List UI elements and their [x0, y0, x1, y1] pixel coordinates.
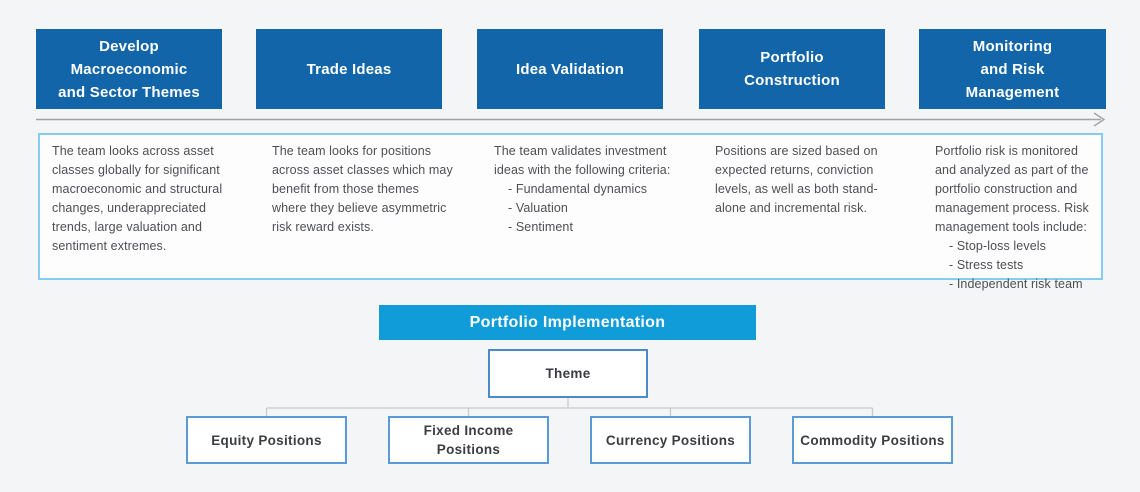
stage-box-trade-ideas: Trade Ideas [256, 29, 442, 109]
bullet-item: Sentiment [508, 218, 682, 237]
description-text: Positions are sized based on expected re… [715, 144, 878, 215]
stage-title-line: Monitoring [972, 37, 1053, 55]
banner-label: Portfolio Implementation [469, 313, 666, 331]
stage-description-develop-themes: The team looks across asset classes glob… [52, 142, 234, 256]
stage-title-line: Portfolio [760, 49, 824, 66]
stage-box-develop-themes: Develop Macroeconomic and Sector Themes [36, 29, 222, 109]
stage-title-line: Management [965, 83, 1060, 101]
stage-description-idea-validation: The team validates investment ideas with… [494, 142, 682, 237]
description-text: Portfolio risk is monitored and analyzed… [935, 144, 1089, 234]
stage-description-portfolio-construction: Positions are sized based on expected re… [715, 142, 897, 218]
tree-node-theme: Theme [488, 349, 648, 398]
tree-node-equity-positions: Equity Positions [186, 416, 347, 464]
stage-description-monitoring-risk: Portfolio risk is monitored and analyzed… [935, 142, 1099, 294]
stage-box-idea-validation: Idea Validation [477, 29, 663, 109]
description-text: The team looks for positions across asse… [272, 144, 453, 234]
bullet-item: Valuation [508, 199, 682, 218]
description-text: The team validates investment ideas with… [494, 144, 671, 177]
stage-title-line: Construction [744, 72, 840, 89]
portfolio-implementation-banner: Portfolio Implementation [379, 305, 756, 340]
stage-title-line: and Sector Themes [58, 83, 200, 101]
node-label: Commodity Positions [800, 432, 945, 448]
bullet-item: Fundamental dynamics [508, 180, 682, 199]
stage-title-line: and Risk [980, 60, 1045, 78]
stage-title-line: Macroeconomic [70, 60, 188, 78]
stage-title-line: Develop [99, 37, 159, 55]
tree-node-commodity-positions: Commodity Positions [792, 416, 953, 464]
node-label: Theme [545, 366, 591, 381]
tree-node-currency-positions: Currency Positions [590, 416, 751, 464]
tree-node-fixed-income-positions: Fixed Income Positions [388, 416, 549, 464]
node-label: Fixed Income Positions [423, 423, 514, 457]
stage-box-monitoring-risk: Monitoring and Risk Management [919, 29, 1106, 109]
stage-box-portfolio-construction: Portfolio Construction [699, 29, 885, 109]
stage-description-trade-ideas: The team looks for positions across asse… [272, 142, 454, 237]
node-label: Currency Positions [605, 432, 736, 448]
risk-tools-list: Stop-loss levels Stress tests Independen… [949, 237, 1099, 294]
bullet-item: Stop-loss levels [949, 237, 1099, 256]
node-label: Equity Positions [211, 432, 322, 448]
description-text: The team looks across asset classes glob… [52, 144, 223, 253]
bullet-item: Independent risk team [949, 275, 1099, 294]
criteria-list: Fundamental dynamics Valuation Sentiment [508, 180, 682, 237]
stage-descriptions-panel: The team looks across asset classes glob… [38, 133, 1103, 291]
bullet-item: Stress tests [949, 256, 1099, 275]
stage-title-line: Idea Validation [515, 60, 625, 78]
stage-title-line: Trade Ideas [306, 60, 392, 78]
